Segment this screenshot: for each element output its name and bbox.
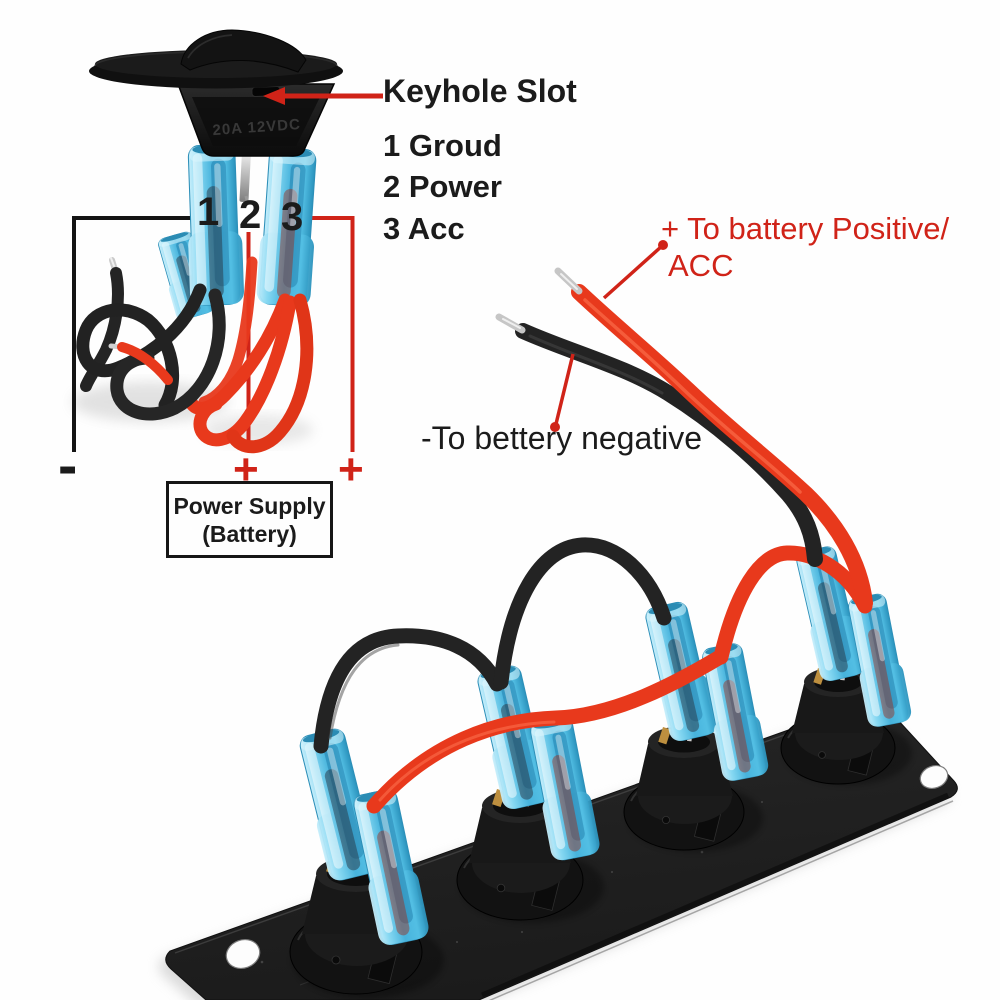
mounting-hole-left bbox=[225, 939, 261, 969]
terminal-number-3: 3 bbox=[281, 195, 304, 239]
battery-wire-red bbox=[571, 284, 873, 611]
keyhole-slot-label: Keyhole Slot bbox=[383, 73, 577, 109]
terminal-number-1: 1 bbox=[197, 190, 220, 234]
battery-black-tip-glint bbox=[502, 318, 521, 329]
negative-pointer bbox=[550, 353, 575, 432]
positive-label-line2: ACC bbox=[668, 248, 734, 283]
terminal-2-pin bbox=[239, 151, 251, 205]
legend-ground: 1 Groud bbox=[383, 128, 502, 163]
legend-acc: 3 Acc bbox=[383, 211, 465, 246]
keyhole-arrow bbox=[263, 87, 383, 105]
positive-pointer bbox=[602, 240, 668, 300]
positive-label-line1: + To battery Positive/ bbox=[661, 211, 950, 246]
red-jumper-highlight bbox=[378, 720, 556, 802]
panel-socket-4 bbox=[780, 543, 914, 785]
ground-annotation-line bbox=[72, 216, 200, 452]
rocker-switch: 20A 12VDC bbox=[89, 29, 343, 322]
red-wire-loop-3 bbox=[226, 293, 314, 454]
panel-jumper-wires bbox=[313, 537, 873, 814]
black-jumper-2-3 bbox=[493, 537, 672, 690]
switch-rating-marking: 20A 12VDC bbox=[212, 116, 301, 139]
power-supply-line1: Power Supply bbox=[173, 492, 326, 519]
switch-rocker bbox=[180, 29, 307, 73]
terminal-number-2: 2 bbox=[239, 193, 262, 237]
battery-wire-black bbox=[515, 323, 823, 567]
battery-minus-symbol: - bbox=[58, 433, 78, 498]
switch-body-face bbox=[192, 97, 320, 146]
negative-label: -To bettery negative bbox=[421, 420, 703, 456]
power-supply-line2: (Battery) bbox=[202, 520, 297, 547]
battery-plus-symbol-power: + bbox=[233, 445, 259, 494]
battery-red-tip-glint bbox=[560, 273, 578, 290]
black-jumper-1-2 bbox=[313, 628, 505, 754]
acc-annotation-line bbox=[300, 216, 355, 452]
mounting-hole-right bbox=[919, 765, 949, 789]
black-wire-loop-1 bbox=[76, 283, 207, 412]
black-wire-loop-2 bbox=[110, 288, 226, 421]
stripped-black-tip-glint bbox=[110, 257, 115, 267]
battery-plus-symbol-acc: + bbox=[338, 445, 364, 494]
battery-wires bbox=[495, 267, 873, 611]
panel-socket-1 bbox=[289, 724, 444, 998]
battery-wire-black-highlight bbox=[528, 334, 664, 395]
power-supply-box: Power Supply (Battery) bbox=[166, 481, 333, 558]
battery-wire-red-highlight bbox=[583, 298, 802, 494]
black-jumper-highlight bbox=[328, 643, 400, 740]
switch-wire-tangle bbox=[76, 256, 314, 454]
red-jumper-3-4 bbox=[713, 545, 873, 665]
legend-power: 2 Power bbox=[383, 169, 502, 204]
panel-socket-3 bbox=[623, 598, 771, 852]
panel-socket-2 bbox=[456, 662, 604, 923]
red-wire-loop-1 bbox=[183, 293, 292, 415]
red-wire-strand-2 bbox=[117, 342, 173, 385]
black-wire-strand-1 bbox=[80, 267, 124, 392]
